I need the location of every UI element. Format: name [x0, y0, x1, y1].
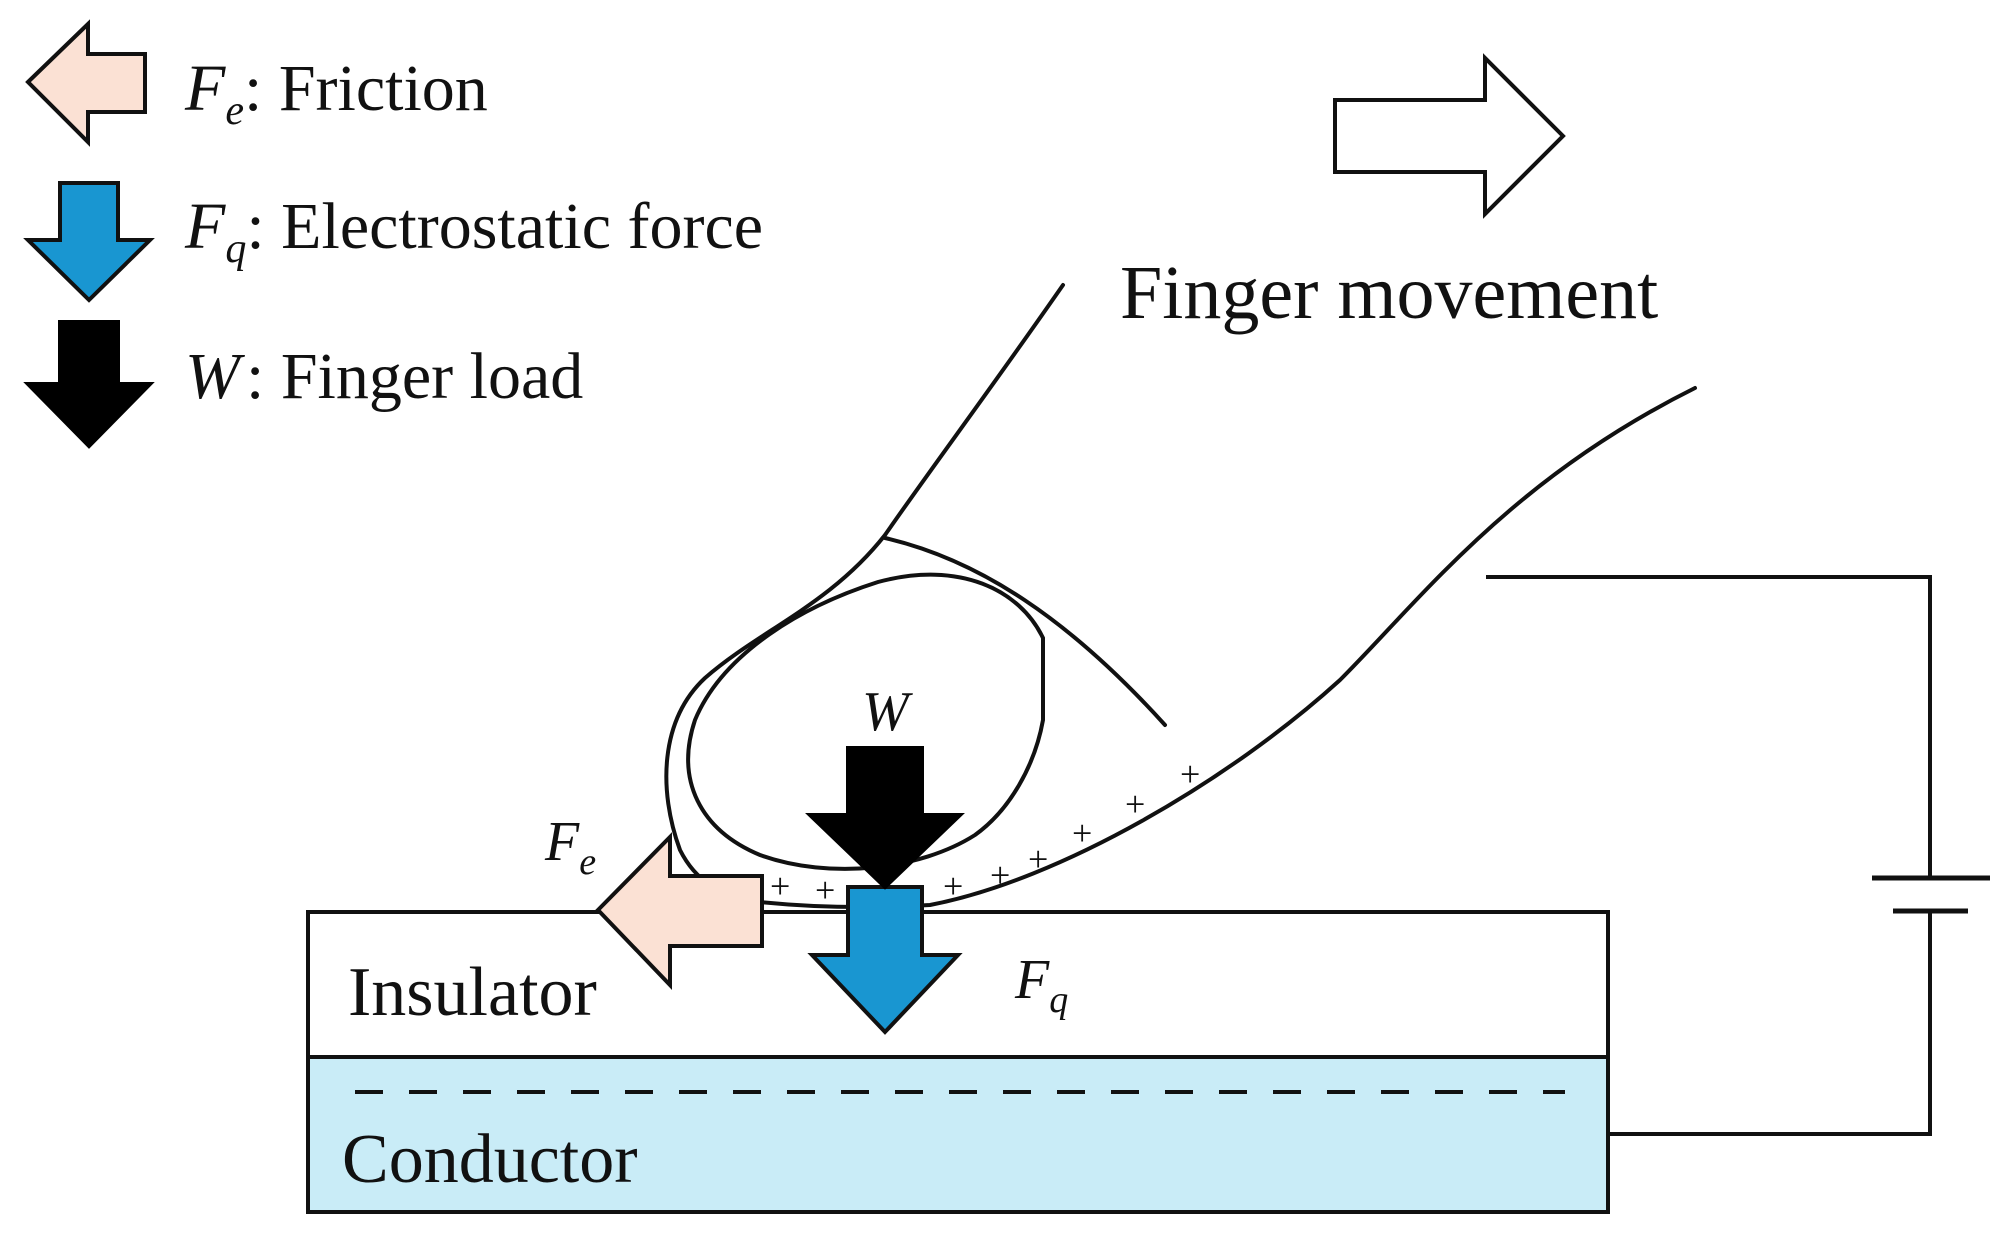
legend-load-arrow-icon	[23, 320, 155, 449]
svg-text:Fe: Friction: Fe: Friction	[184, 52, 488, 134]
legend-friction-arrow-icon	[25, 19, 147, 147]
finger-movement-label: Finger movement	[1120, 251, 1658, 335]
svg-text:Fe: Fe	[544, 811, 596, 883]
charge-plus: +	[1125, 784, 1145, 824]
friction-force-subscript: e	[579, 841, 596, 883]
battery-icon	[1872, 875, 1990, 914]
charge-plus: +	[990, 855, 1010, 895]
electrostatic-force-subscript: q	[1049, 979, 1068, 1021]
conductor-layer	[306, 1055, 1610, 1214]
electrostatic-arrow-icon	[807, 885, 963, 1035]
conductor-label: Conductor	[342, 1121, 638, 1198]
electrostatic-force-symbol: F	[1014, 949, 1050, 1011]
legend-electrostatic-arrow-icon	[23, 181, 155, 303]
circuit-wire	[1486, 575, 1932, 1136]
load-force-label: W	[862, 681, 913, 743]
charge-plus: +	[1028, 839, 1048, 879]
svg-text:W: Finger load: W: Finger load	[185, 340, 583, 413]
legend-electrostatic-subscript: q	[225, 226, 246, 272]
charge-plus: +	[1072, 813, 1092, 853]
friction-force-symbol: F	[544, 811, 580, 873]
insulator-label: Insulator	[348, 954, 597, 1031]
legend-load-symbol: W	[185, 340, 245, 413]
legend-friction-label: : Friction	[244, 52, 488, 125]
positive-charges: + + + + + + + +	[770, 754, 1200, 910]
load-arrow-icon	[805, 746, 965, 890]
legend-load-label: : Finger load	[246, 340, 583, 413]
charge-plus: +	[1180, 754, 1200, 794]
charge-plus: +	[943, 866, 963, 906]
legend-electrostatic-symbol: F	[184, 190, 226, 263]
legend-friction-subscript: e	[225, 88, 244, 134]
insulator-layer	[306, 910, 1610, 1059]
svg-text:Fq: Fq	[1014, 949, 1068, 1021]
charge-plus: +	[815, 870, 835, 910]
legend-friction-symbol: F	[184, 52, 226, 125]
friction-arrow-icon	[595, 832, 764, 990]
finger-movement-arrow-icon	[1333, 53, 1566, 219]
svg-text:Fq: Electrostatic force: Fq: Electrostatic force	[184, 190, 763, 272]
legend: Fe: Friction Fq: Electrostatic force W: …	[23, 19, 763, 449]
charge-plus: +	[770, 866, 790, 906]
legend-electrostatic-label: : Electrostatic force	[246, 190, 763, 263]
